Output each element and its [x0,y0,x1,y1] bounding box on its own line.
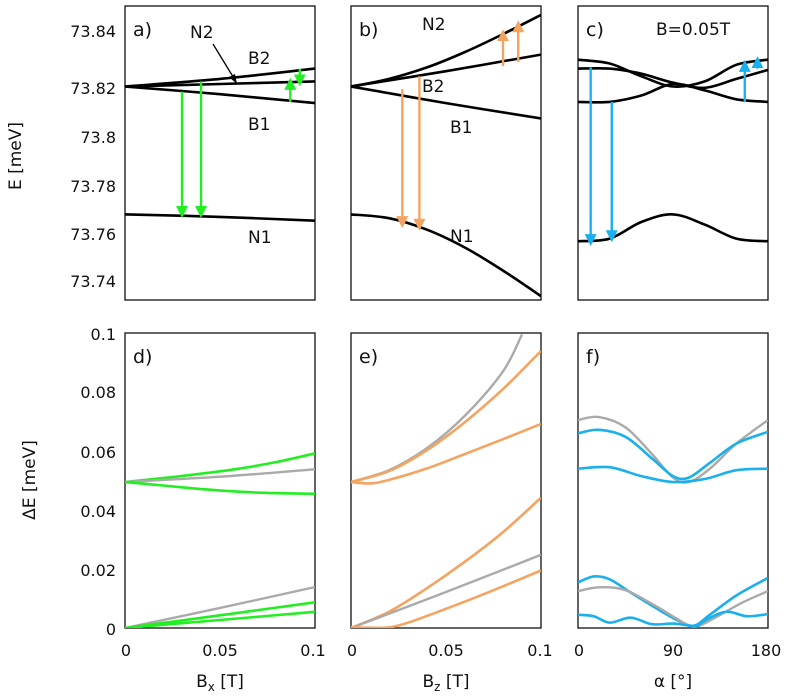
x-tick-label: 0.1 [527,641,552,660]
x-tick-label: 0.1 [300,641,325,660]
series-line [578,58,768,88]
x-axis-label-bx: Bx [T] [196,672,244,694]
x-tick-label: 0 [347,641,357,660]
panel-label: f) [586,346,600,368]
de-axis-label: ΔE [meV] [20,440,40,520]
state-label-n1: N1 [450,227,474,247]
series-line [351,553,541,628]
series-line [578,213,768,243]
x-tick-label: 180 [751,641,782,660]
de-tick-label: 0.06 [80,443,116,462]
series-line [125,585,315,628]
state-label-b2: B2 [422,77,444,97]
series-line [351,85,541,120]
panel-f-frame [577,332,769,629]
e-axis-label: E [meV] [6,122,26,190]
series-line [578,610,768,628]
panel-c-frame [577,5,769,301]
x-tick-label: 90 [663,641,683,660]
e-tick-label: 73.84 [70,22,116,41]
de-tick-label: 0.1 [91,325,116,344]
state-label-n1: N1 [248,228,272,248]
series-line [351,350,541,484]
series-line [125,67,315,88]
panel-d-frame [124,332,316,629]
series-line [351,422,541,485]
series-line [125,468,315,484]
series-line [125,480,315,496]
series-line [578,82,768,104]
panel-e-frame [350,332,542,629]
series-line [578,428,768,481]
series-line [351,496,541,628]
series-line [578,586,768,628]
panel-label: a) [133,19,152,41]
panel-label: b) [359,19,378,41]
series-line [351,213,541,298]
series-line [125,610,315,628]
series-line [578,465,768,484]
de-tick-label: 0.08 [80,383,116,402]
x-tick-label: 0.05 [428,641,464,660]
x-tick-label: 0 [574,641,584,660]
series-line [351,53,541,88]
de-tick-label: 0.02 [80,561,116,580]
plot-layer [125,13,768,628]
state-label-b1: B1 [248,115,270,135]
state-label-n2: N2 [422,15,446,35]
series-line [125,85,315,105]
state-label-b1: B1 [450,118,472,138]
panel-b-frame [350,5,542,301]
e-tick-label: 73.76 [70,225,116,244]
panel-label: c) [586,19,604,41]
panel-label: e) [359,346,378,368]
series-line [351,569,541,628]
series-line [578,415,768,484]
e-tick-label: 73.74 [70,272,116,291]
e-tick-label: 73.8 [80,128,116,147]
x-axis-label-alpha: α [°] [654,672,692,692]
x-axis-label-bz: Bz [T] [422,672,469,694]
x-tick-label: 0.05 [202,641,238,660]
e-tick-label: 73.78 [70,177,116,196]
panel-a-frame [124,5,316,301]
e-tick-label: 73.82 [70,79,116,98]
series-line [125,213,315,222]
series-line [578,574,768,628]
series-line [125,452,315,484]
n2-pointer [212,43,236,81]
de-tick-label: 0.04 [80,502,116,521]
state-label-b2: B2 [248,49,270,69]
x-tick-label: 0 [121,641,131,660]
field-annotation: B=0.05T [656,20,731,40]
de-tick-label: 0 [106,620,116,639]
series-line [351,13,541,88]
panel-label: d) [133,346,152,368]
state-label-n2: N2 [190,23,214,43]
